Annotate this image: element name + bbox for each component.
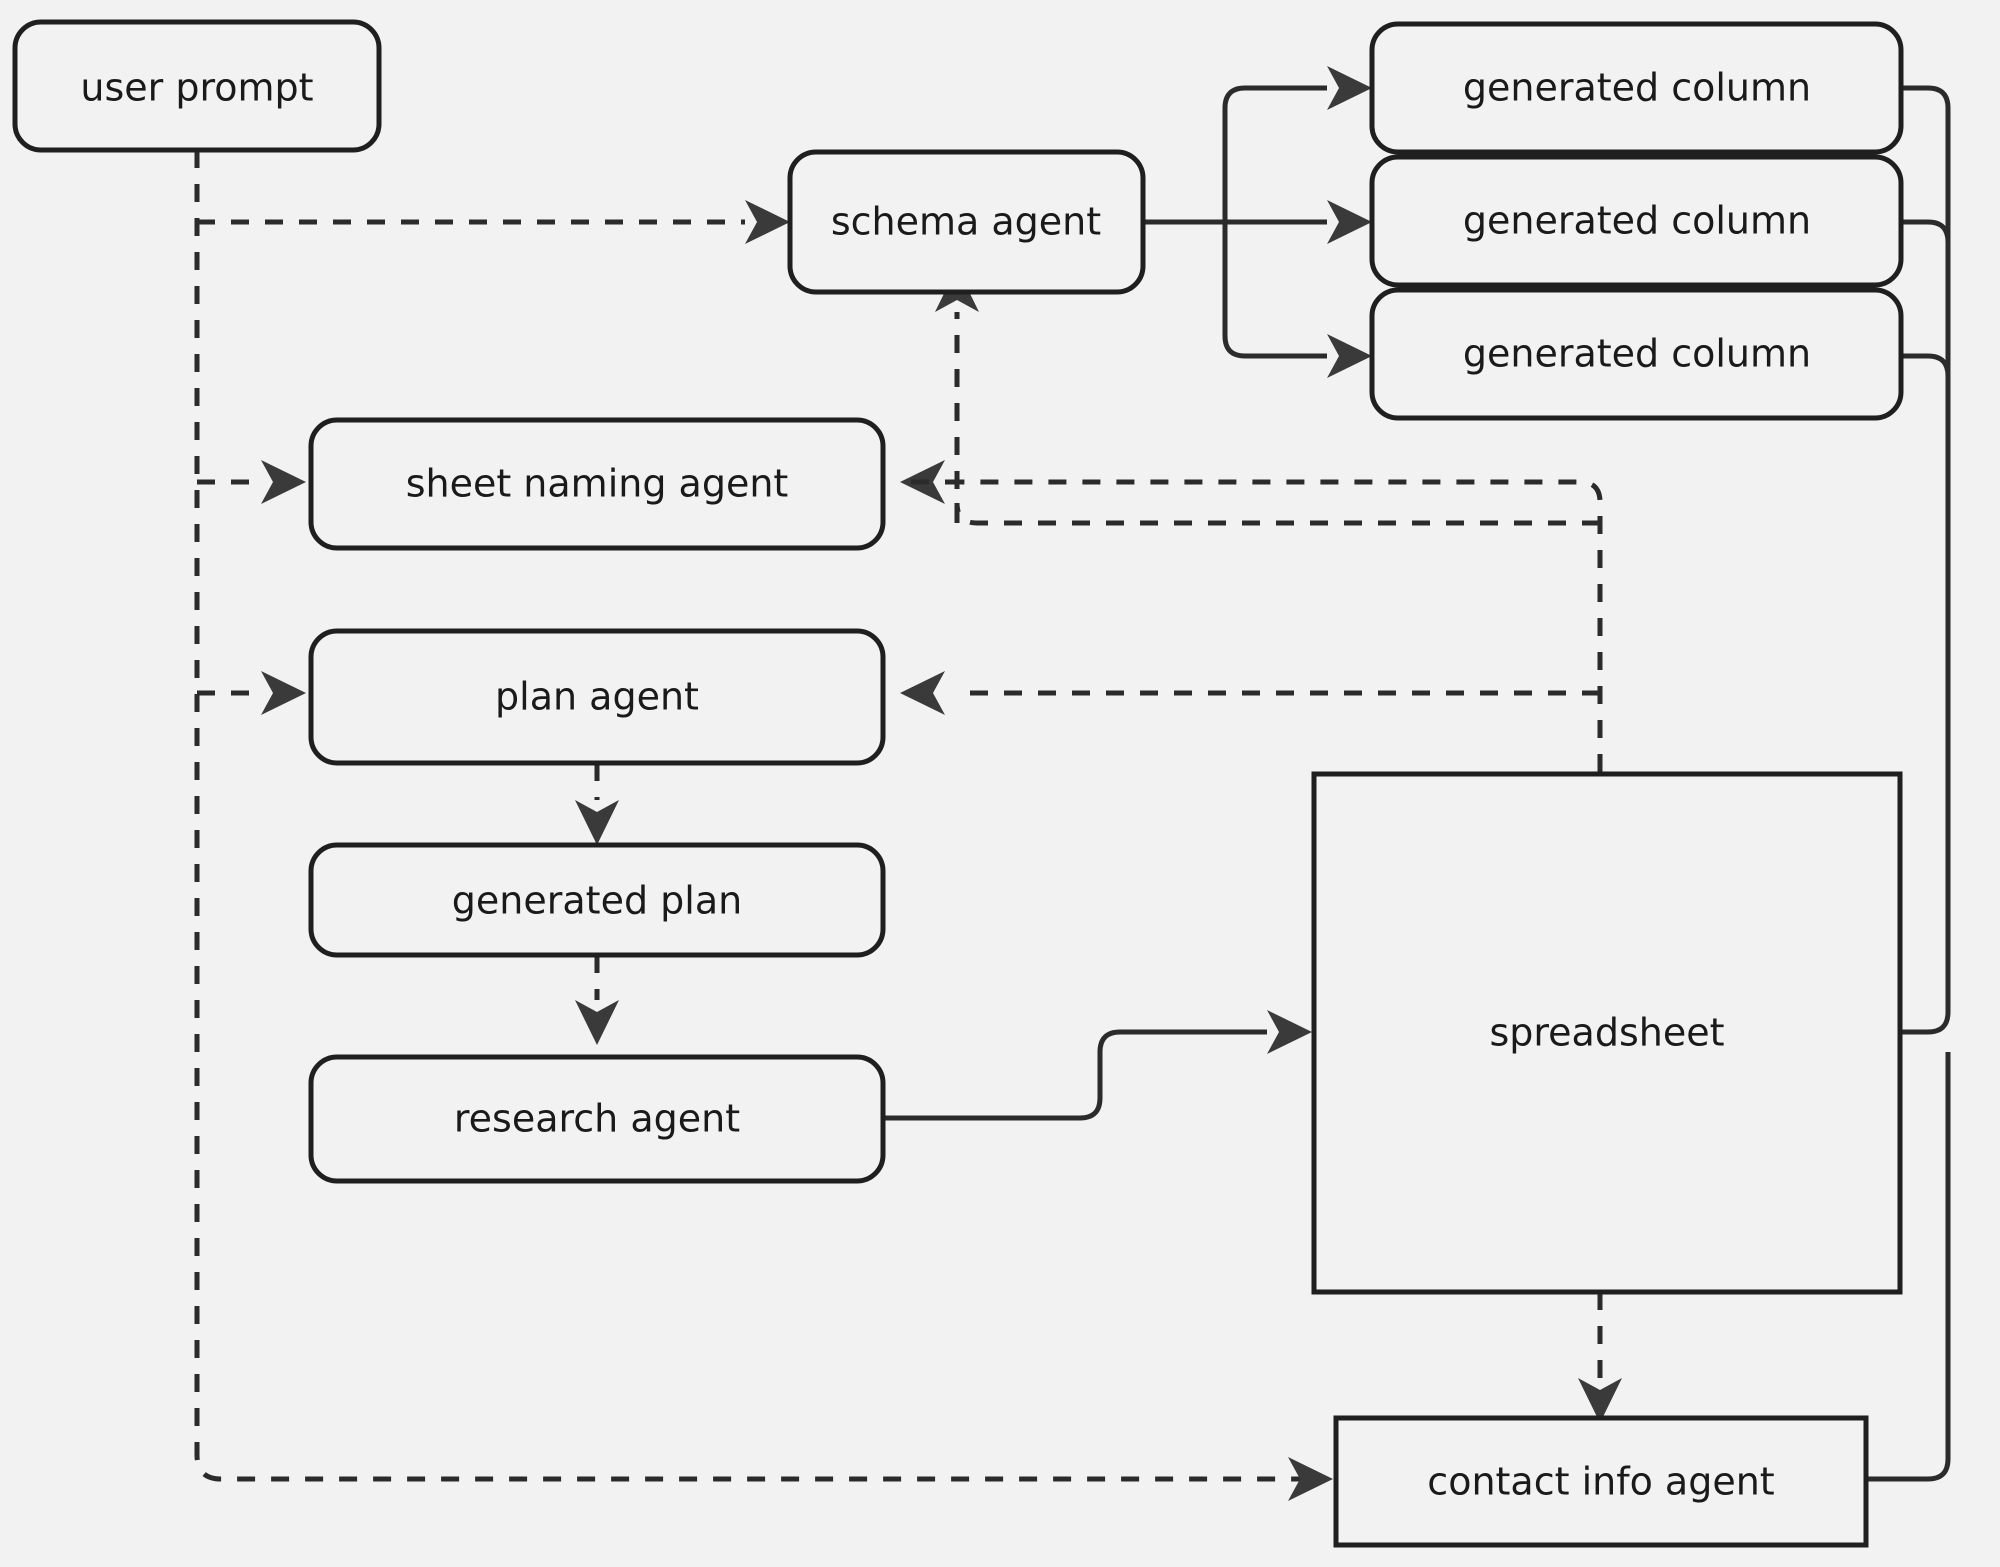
- generated-column-3-label: generated column: [1463, 332, 1811, 376]
- node-plan-agent[interactable]: plan agent: [308, 628, 886, 766]
- edge-generated-column-1-to-trunk: [1901, 85, 1951, 1012]
- plan-agent-label: plan agent: [495, 675, 699, 719]
- arrowhead-schema-agent-to-generated-column-2: [1327, 200, 1372, 244]
- arrowhead-user-prompt-to-sheet-naming-agent: [261, 460, 306, 504]
- edge-schema-agent-to-generated-column-1: [1222, 85, 1327, 222]
- schema-agent-label: schema agent: [831, 200, 1101, 244]
- generated-column-2-box[interactable]: [1369, 154, 1904, 288]
- node-research-agent[interactable]: research agent: [308, 1054, 886, 1184]
- edge-feedback-lower-run: [954, 502, 1600, 526]
- user-prompt-label: user prompt: [80, 66, 313, 110]
- node-layer: user prompt schema agent generated colum…: [12, 19, 1904, 1548]
- spreadsheet-box[interactable]: [1311, 771, 1903, 1295]
- arrowhead-spreadsheet-to-contact-info-agent: [1578, 1378, 1622, 1423]
- generated-plan-label: generated plan: [452, 879, 742, 923]
- schema-agent-box[interactable]: [787, 149, 1146, 295]
- sheet-naming-agent-box[interactable]: [308, 417, 886, 551]
- node-schema-agent[interactable]: schema agent: [787, 149, 1146, 295]
- node-spreadsheet[interactable]: spreadsheet: [1311, 771, 1903, 1295]
- node-contact-info-agent[interactable]: contact info agent: [1333, 1415, 1869, 1548]
- generated-plan-box[interactable]: [308, 842, 886, 958]
- generated-column-1-label: generated column: [1463, 66, 1811, 110]
- arrowhead-user-prompt-to-plan-agent: [261, 671, 306, 715]
- node-user-prompt[interactable]: user prompt: [12, 19, 382, 153]
- edge-spreadsheet-feedback-trunk: [963, 479, 1603, 772]
- spreadsheet-label: spreadsheet: [1489, 1011, 1724, 1055]
- arrowhead-research-agent-to-spreadsheet: [1267, 1010, 1312, 1054]
- research-agent-box[interactable]: [308, 1054, 886, 1184]
- user-prompt-box[interactable]: [12, 19, 382, 153]
- node-generated-plan[interactable]: generated plan: [308, 842, 886, 958]
- edge-generated-column-2-to-trunk: [1901, 219, 1951, 243]
- edge-schema-agent-to-generated-column-3: [1222, 222, 1327, 359]
- edge-trunk-to-spreadsheet: [1885, 1011, 1951, 1035]
- arrowhead-schema-agent-to-generated-column-1: [1327, 66, 1372, 110]
- generated-column-2-label: generated column: [1463, 199, 1811, 243]
- arrowhead-spreadsheet-to-plan-agent: [900, 671, 945, 715]
- edge-research-agent-to-spreadsheet: [883, 1029, 1267, 1121]
- arrowhead-generated-plan-to-research-agent: [575, 1000, 619, 1045]
- node-sheet-naming-agent[interactable]: sheet naming agent: [308, 417, 886, 551]
- sheet-naming-agent-label: sheet naming agent: [406, 462, 789, 506]
- contact-info-agent-label: contact info agent: [1427, 1460, 1774, 1504]
- node-generated-column-1[interactable]: generated column: [1369, 21, 1904, 155]
- arrowhead-schema-agent-to-generated-column-3: [1327, 334, 1372, 378]
- generated-column-1-box[interactable]: [1369, 21, 1904, 155]
- edge-user-prompt-trunk: [194, 150, 1300, 1482]
- edge-generated-column-3-to-trunk: [1901, 353, 1951, 377]
- arrowhead-plan-agent-to-generated-plan: [575, 800, 619, 845]
- research-agent-label: research agent: [454, 1097, 740, 1141]
- node-generated-column-3[interactable]: generated column: [1369, 287, 1904, 421]
- node-generated-column-2[interactable]: generated column: [1369, 154, 1904, 288]
- arrowhead-user-prompt-to-schema-agent: [745, 200, 790, 244]
- edge-contact-info-agent-to-trunk: [1866, 1052, 1951, 1482]
- contact-info-agent-box[interactable]: [1333, 1415, 1869, 1548]
- arrowhead-user-prompt-to-contact-info-agent: [1288, 1457, 1333, 1501]
- generated-column-3-box[interactable]: [1369, 287, 1904, 421]
- plan-agent-box[interactable]: [308, 628, 886, 766]
